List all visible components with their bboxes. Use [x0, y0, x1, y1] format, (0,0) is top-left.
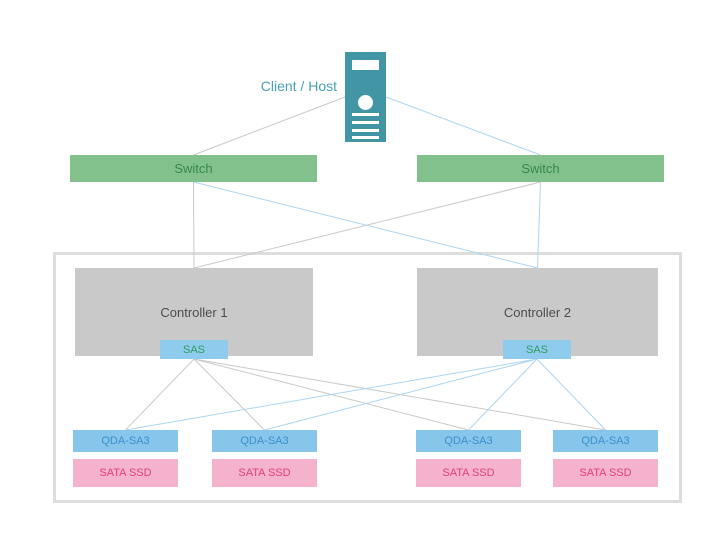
sas-port-1: SAS	[160, 340, 228, 359]
switch-2-label: Switch	[521, 161, 560, 176]
sata-3: SATA SSD	[416, 459, 521, 487]
sas-port-1-label: SAS	[182, 343, 205, 356]
qda-1: QDA-SA3	[73, 430, 178, 452]
switch-1: Switch	[70, 155, 317, 182]
sata-2: SATA SSD	[212, 459, 317, 487]
qda-3: QDA-SA3	[416, 430, 521, 452]
client-host-label: Client / Host	[260, 78, 337, 94]
sas-port-2: SAS	[503, 340, 571, 359]
switch-1-label: Switch	[174, 161, 213, 176]
server-vent-line	[352, 121, 379, 124]
qda-4: QDA-SA3	[553, 430, 658, 452]
sata-4-label: SATA SSD	[579, 467, 632, 479]
server-vent-line	[352, 136, 379, 139]
server-icon	[345, 52, 386, 142]
sata-1: SATA SSD	[73, 459, 178, 487]
sata-4: SATA SSD	[553, 459, 658, 487]
server-vent-line	[352, 113, 379, 116]
controller-1-label: Controller 1	[160, 304, 228, 320]
server-slot	[352, 60, 379, 70]
server-power-button	[358, 95, 373, 110]
sas-port-2-label: SAS	[525, 343, 548, 356]
controller-2-label: Controller 2	[503, 304, 572, 320]
sata-3-label: SATA SSD	[442, 467, 495, 479]
qda-4-label: QDA-SA3	[581, 435, 630, 447]
qda-3-label: QDA-SA3	[444, 435, 493, 447]
qda-1-label: QDA-SA3	[101, 435, 150, 447]
sata-2-label: SATA SSD	[238, 467, 291, 479]
switch-2: Switch	[417, 155, 664, 182]
qda-2-label: QDA-SA3	[240, 435, 289, 447]
storage-enclosure	[53, 252, 682, 503]
server-vent-line	[352, 129, 379, 132]
sata-1-label: SATA SSD	[99, 467, 152, 479]
qda-2: QDA-SA3	[212, 430, 317, 452]
